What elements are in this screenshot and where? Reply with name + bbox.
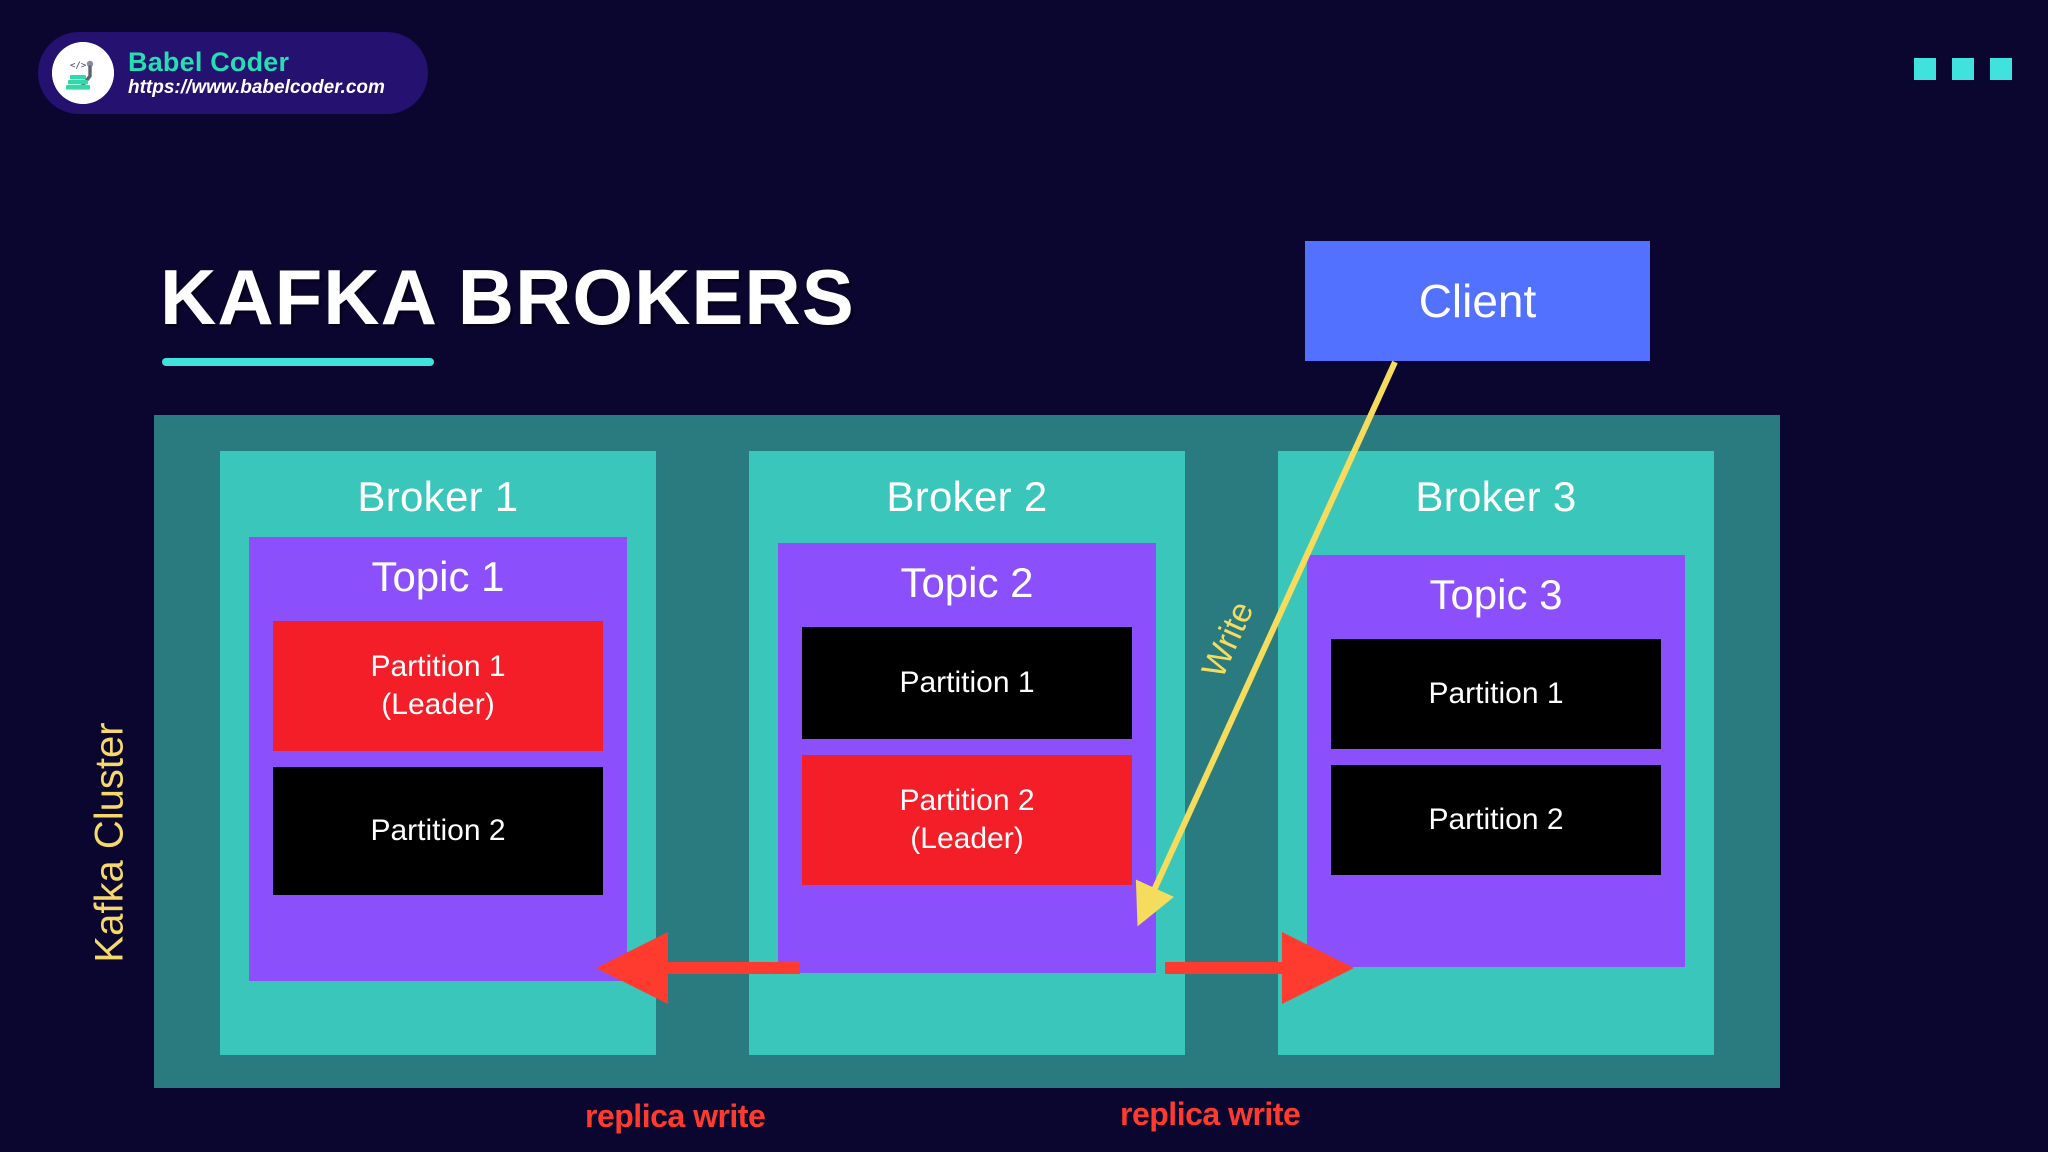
brand-url[interactable]: https://www.babelcoder.com	[128, 77, 385, 99]
broker-3-partition-1[interactable]: Partition 1	[1331, 639, 1661, 749]
broker-2-partition-2-label: Partition 2	[899, 783, 1035, 817]
broker-1-partition-1-role: (Leader)	[381, 688, 495, 721]
broker-1-partition-2[interactable]: Partition 2	[273, 767, 603, 895]
svg-text:</>: </>	[70, 61, 87, 71]
babel-coder-logo-icon: </>	[52, 42, 114, 104]
square-2	[1952, 58, 1974, 80]
client-box[interactable]: Client	[1305, 241, 1650, 361]
page-title: KAFKA BROKERS	[160, 253, 855, 341]
broker-2-partition-1[interactable]: Partition 1	[802, 627, 1132, 739]
broker-list: Broker 1 Topic 1 Partition 1 (Leader) Pa…	[220, 451, 1714, 1055]
broker-2-partition-1-label: Partition 1	[899, 665, 1035, 699]
brand-name: Babel Coder	[128, 46, 290, 77]
broker-1-topic[interactable]: Topic 1 Partition 1 (Leader) Partition 2	[249, 537, 627, 981]
client-label: Client	[1418, 275, 1537, 327]
broker-2-title: Broker 2	[886, 473, 1048, 520]
broker-3-partition-2-label: Partition 2	[1428, 802, 1564, 836]
broker-2-partition-2-role: (Leader)	[910, 822, 1024, 855]
broker-3[interactable]: Broker 3 Topic 3 Partition 1 Partition 2	[1278, 451, 1714, 1055]
broker-1-topic-title: Topic 1	[371, 553, 505, 600]
broker-2-partition-2[interactable]: Partition 2 (Leader)	[802, 755, 1132, 885]
square-1	[1914, 58, 1936, 80]
broker-1-partition-2-label: Partition 2	[370, 813, 506, 847]
square-3	[1990, 58, 2012, 80]
replica-write-label-left: replica write	[585, 1098, 766, 1134]
broker-3-topic[interactable]: Topic 3 Partition 1 Partition 2	[1307, 555, 1685, 967]
broker-2[interactable]: Broker 2 Topic 2 Partition 1 Partition 2…	[749, 451, 1185, 1055]
broker-3-partition-2[interactable]: Partition 2	[1331, 765, 1661, 875]
three-squares-icon	[1914, 58, 2012, 80]
brand-badge[interactable]: </> Babel Coder https://www.babelcoder.c…	[38, 32, 428, 114]
broker-3-topic-title: Topic 3	[1429, 571, 1563, 618]
broker-1-title: Broker 1	[357, 473, 519, 520]
broker-3-partition-1-label: Partition 1	[1428, 676, 1564, 710]
broker-3-title: Broker 3	[1415, 473, 1577, 520]
kafka-cluster-container: Broker 1 Topic 1 Partition 1 (Leader) Pa…	[154, 415, 1780, 1088]
title-underline	[162, 358, 434, 366]
kafka-cluster-label: Kafka Cluster	[87, 722, 132, 963]
broker-2-topic[interactable]: Topic 2 Partition 1 Partition 2 (Leader)	[778, 543, 1156, 973]
broker-1[interactable]: Broker 1 Topic 1 Partition 1 (Leader) Pa…	[220, 451, 656, 1055]
broker-2-topic-title: Topic 2	[900, 559, 1034, 606]
broker-1-partition-1-label: Partition 1	[370, 649, 506, 683]
broker-1-partition-1[interactable]: Partition 1 (Leader)	[273, 621, 603, 751]
replica-write-label-right: replica write	[1120, 1096, 1301, 1132]
